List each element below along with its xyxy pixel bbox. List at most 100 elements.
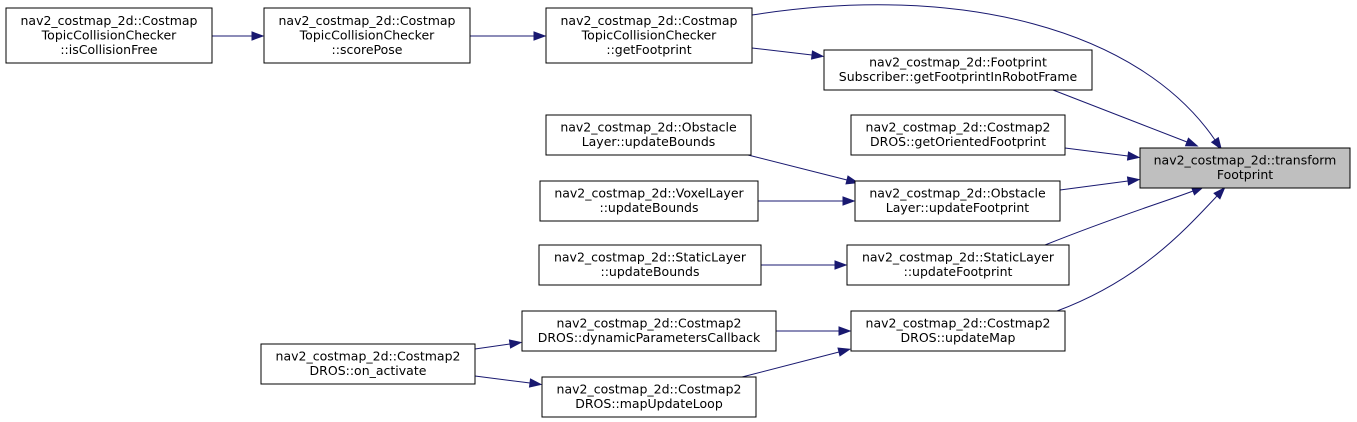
- node-label-line: Layer::updateFootprint: [886, 200, 1030, 215]
- node-label-line: DROS::updateMap: [901, 330, 1016, 345]
- node-box: [854, 180, 1061, 222]
- edges-layer: [212, 4, 1226, 388]
- node-label-line: ::updateBounds: [600, 200, 699, 215]
- edge-line: [474, 375, 531, 384]
- node-label-line: ::scorePose: [332, 42, 403, 57]
- node-label-line: nav2_costmap_2d::StaticLayer: [862, 250, 1055, 265]
- node-label-line: DROS::on_activate: [310, 363, 427, 378]
- edge-line: [1064, 147, 1129, 157]
- edge-isCollisionFree-to-scorePose: [212, 31, 265, 41]
- arrowhead: [1210, 136, 1223, 151]
- node-voxelUpdateBounds[interactable]: nav2_costmap_2d::VoxelLayer::updateBound…: [539, 180, 759, 222]
- edge-line: [751, 47, 813, 56]
- node-box: [823, 49, 1093, 91]
- edge-updateMap-to-transform: [1056, 186, 1226, 312]
- node-label-line: nav2_costmap_2d::Costmap: [560, 13, 737, 28]
- node-onActivate[interactable]: nav2_costmap_2d::Costmap2DROS::on_activa…: [260, 343, 476, 385]
- node-box: [846, 244, 1070, 286]
- node-box: [850, 114, 1066, 156]
- node-label-line: nav2_costmap_2d::Costmap2: [866, 120, 1051, 135]
- arrowhead: [810, 50, 825, 60]
- nodes-layer: nav2_costmap_2d::transformFootprintnav2_…: [5, 7, 1351, 418]
- node-label-line: Footprint: [1217, 167, 1273, 182]
- node-label-line: nav2_costmap_2d::transform: [1154, 153, 1337, 168]
- node-label-line: nav2_costmap_2d::Costmap2: [557, 382, 742, 397]
- arrowhead: [1126, 151, 1141, 161]
- node-label-line: nav2_costmap_2d::Costmap2: [557, 316, 742, 331]
- edge-getFootprint-to-transform: [751, 4, 1223, 151]
- node-label-line: nav2_costmap_2d::VoxelLayer: [554, 186, 744, 201]
- node-label-line: nav2_costmap_2d::Costmap: [20, 13, 197, 28]
- edge-onActivate-to-mapUpdateLoop: [474, 375, 543, 388]
- node-label-line: nav2_costmap_2d::Costmap: [278, 13, 455, 28]
- node-box: [541, 376, 757, 418]
- node-box: [260, 343, 476, 385]
- edge-staticUpdateFootprint-to-transform: [1044, 186, 1205, 246]
- node-box: [538, 244, 762, 286]
- node-label-line: nav2_costmap_2d::Obstacle: [869, 186, 1046, 201]
- edge-line: [1044, 190, 1194, 246]
- edge-line: [474, 343, 511, 350]
- edge-line: [751, 4, 1216, 141]
- arrowhead: [1213, 186, 1226, 200]
- edge-getOrientedFootprint-to-transform: [1064, 147, 1141, 161]
- arrowhead: [1126, 176, 1141, 186]
- node-label-line: Layer::updateBounds: [582, 134, 716, 149]
- node-label-line: nav2_costmap_2d::Obstacle: [560, 120, 737, 135]
- node-box: [521, 310, 777, 352]
- node-obstacleUpdateBounds[interactable]: nav2_costmap_2d::ObstacleLayer::updateBo…: [545, 114, 752, 156]
- arrowhead: [251, 31, 265, 41]
- node-box: [539, 180, 759, 222]
- arrowhead: [842, 196, 856, 206]
- node-label-line: ::isCollisionFree: [60, 42, 158, 57]
- node-label-line: DROS::mapUpdateLoop: [575, 396, 723, 411]
- node-label-line: DROS::getOrientedFootprint: [870, 134, 1046, 149]
- node-label-line: TopicCollisionChecker: [581, 27, 717, 42]
- node-staticUpdateFootprint[interactable]: nav2_costmap_2d::StaticLayer::updateFoot…: [846, 244, 1070, 286]
- node-mapUpdateLoop[interactable]: nav2_costmap_2d::Costmap2DROS::mapUpdate…: [541, 376, 757, 418]
- node-box: [545, 7, 753, 64]
- node-isCollisionFree[interactable]: nav2_costmap_2d::CostmapTopicCollisionCh…: [5, 7, 213, 64]
- edge-onActivate-to-dynamicParametersCallback: [474, 339, 523, 350]
- edge-obstacleUpdateFootprint-to-transform: [1059, 176, 1141, 191]
- edge-line: [1052, 89, 1188, 143]
- node-box: [263, 7, 471, 64]
- edge-voxelUpdateBounds-to-obstacleUpdateFootprint: [758, 196, 856, 206]
- arrowhead: [1184, 137, 1199, 147]
- node-label-line: TopicCollisionChecker: [41, 27, 177, 42]
- node-box: [545, 114, 752, 156]
- node-dynamicParametersCallback[interactable]: nav2_costmap_2d::Costmap2DROS::dynamicPa…: [521, 310, 777, 352]
- node-label-line: nav2_costmap_2d::Costmap2: [866, 316, 1051, 331]
- edge-dynamicParametersCallback-to-updateMap: [776, 326, 852, 336]
- arrowhead: [528, 378, 543, 388]
- node-label-line: TopicCollisionChecker: [299, 27, 435, 42]
- node-label-line: ::getFootprint: [606, 42, 691, 57]
- node-scorePose[interactable]: nav2_costmap_2d::CostmapTopicCollisionCh…: [263, 7, 471, 64]
- edge-getFootprint-to-getFootprintInRobotFrame: [751, 47, 825, 60]
- node-getFootprint[interactable]: nav2_costmap_2d::CostmapTopicCollisionCh…: [545, 7, 753, 64]
- edge-line: [1059, 180, 1129, 191]
- node-label-line: nav2_costmap_2d::Footprint: [869, 55, 1047, 70]
- edge-line: [1056, 195, 1218, 312]
- edge-line: [741, 351, 840, 378]
- node-getFootprintInRobotFrame[interactable]: nav2_costmap_2d::FootprintSubscriber::ge…: [823, 49, 1093, 91]
- edge-mapUpdateLoop-to-updateMap: [741, 347, 852, 378]
- node-label-line: ::updateFootprint: [904, 264, 1013, 279]
- node-getOrientedFootprint[interactable]: nav2_costmap_2d::Costmap2DROS::getOrient…: [850, 114, 1066, 156]
- edge-line: [747, 154, 848, 181]
- node-label-line: DROS::dynamicParametersCallback: [538, 330, 761, 345]
- node-obstacleUpdateFootprint[interactable]: nav2_costmap_2d::ObstacleLayer::updateFo…: [854, 180, 1061, 222]
- node-box: [1139, 147, 1351, 189]
- edge-getFootprintInRobotFrame-to-transform: [1052, 89, 1199, 147]
- arrowhead: [838, 326, 852, 336]
- arrowhead: [533, 31, 547, 41]
- arrowhead: [508, 339, 523, 349]
- node-box: [5, 7, 213, 64]
- edge-staticUpdateBounds-to-staticUpdateFootprint: [761, 260, 848, 270]
- node-label-line: ::updateBounds: [601, 264, 700, 279]
- node-staticUpdateBounds[interactable]: nav2_costmap_2d::StaticLayer::updateBoun…: [538, 244, 762, 286]
- arrowhead: [834, 260, 848, 270]
